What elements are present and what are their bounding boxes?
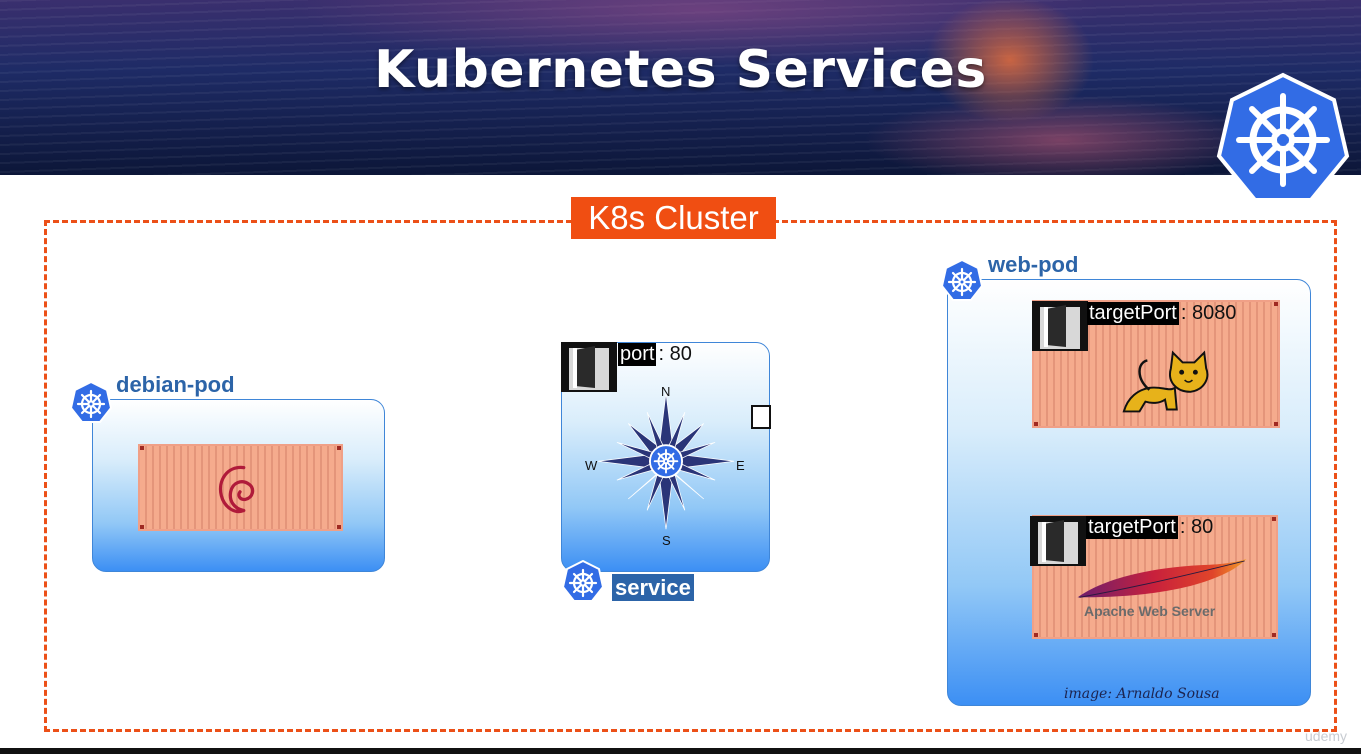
service-port-key: port (618, 343, 657, 366)
service-helm-icon (561, 560, 605, 602)
web-pod-label: web-pod (988, 252, 1079, 277)
tomcat-port-value: : 8080 (1180, 302, 1237, 324)
apache-feather-icon (1077, 559, 1247, 598)
apache-port-tag: targetPort : 80 (1086, 516, 1213, 539)
compass-west-label: W (585, 458, 598, 473)
apache-logo-text: Apache Web Server (1084, 603, 1216, 619)
debian-swirl-icon (218, 465, 255, 514)
debian-pod-helm-icon (69, 381, 113, 423)
header-banner (0, 0, 1361, 175)
udemy-watermark: udemy (1305, 728, 1348, 744)
service-port-tag: port : 80 (618, 343, 692, 366)
compass-east-label: E (736, 458, 745, 473)
bottom-bar (0, 748, 1361, 754)
apache-port-value: : 80 (1179, 516, 1214, 538)
tomcat-port-tag: targetPort : 8080 (1087, 302, 1236, 325)
apache-port-door-icon (1030, 516, 1086, 566)
service-side-handle (751, 405, 771, 429)
compass-north-label: N (661, 384, 671, 399)
web-pod-helm-icon (940, 259, 984, 301)
apache-port-key: targetPort (1086, 516, 1178, 539)
tomcat-cat-icon (1122, 350, 1209, 413)
debian-container (138, 444, 343, 531)
service-port-door-icon (561, 342, 617, 392)
image-credit: image: Arnaldo Sousa (1064, 686, 1220, 702)
cluster-label: K8s Cluster (571, 197, 776, 239)
debian-pod-label: debian-pod (116, 372, 235, 397)
service-port-value: : 80 (658, 343, 692, 365)
tomcat-port-key: targetPort (1087, 302, 1179, 325)
compass-south-label: S (662, 533, 671, 548)
kubernetes-logo-icon (1216, 72, 1350, 202)
page-title: Kubernetes Services (374, 40, 987, 100)
service-label: service (612, 574, 694, 601)
tomcat-port-door-icon (1032, 301, 1088, 351)
compass-rose-icon (597, 393, 735, 530)
